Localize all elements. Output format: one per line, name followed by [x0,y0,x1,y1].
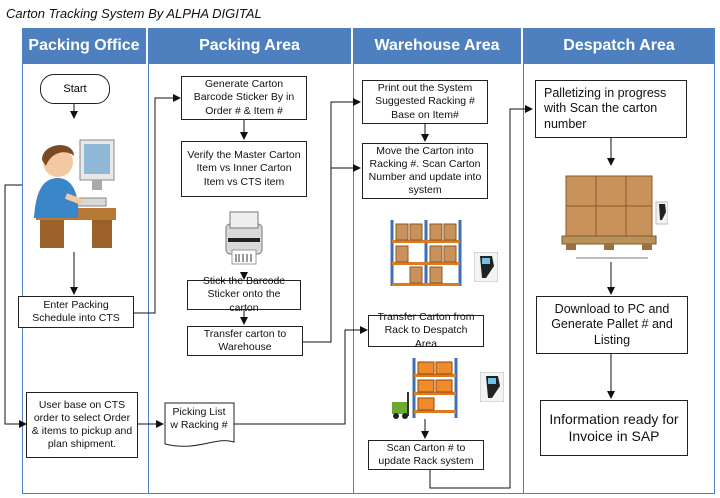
transfer-to-warehouse-box: Transfer carton to Warehouse [187,326,303,356]
arrow-scan-to-palletizing [429,105,533,489]
enter-packing-schedule-box: Enter Packing Schedule into CTS [18,296,134,328]
lane-divider [523,28,524,494]
picking-list-document-shape [164,402,235,447]
lane-despatch-area: Despatch Area [523,28,715,64]
diagram-title: Carton Tracking System By ALPHA DIGITAL [6,6,262,21]
warehouse-racking-icon [390,220,462,286]
person-at-computer-icon [34,139,116,248]
palletizing-in-progress-box: Palletizing in progress with Scan the ca… [535,80,687,138]
print-system-racking-box: Print out the System Suggested Racking #… [362,80,488,124]
lane-divider [148,28,149,494]
handheld-scanner-icon [474,252,498,282]
lane-packing-office: Packing Office [22,28,148,64]
arrow-enter-to-generate [134,94,181,314]
pallet-of-cartons-icon [561,175,668,259]
forklift-rack-icon [392,358,458,419]
arrow-transfer-to-print [303,98,361,343]
move-carton-racking-box: Move the Carton into Racking #. Scan Car… [362,143,488,199]
user-base-cts-order-box: User base on CTS order to select Order &… [26,392,138,458]
barcode-printer-icon [225,211,263,265]
information-ready-sap-box: Information ready for Invoice in SAP [540,400,688,456]
lane-divider [353,28,354,494]
start-terminal: Start [40,74,110,104]
picking-list-label: Picking List w Racking # [170,405,228,431]
arrow-to-user-base [4,184,27,428]
verify-master-carton-box: Verify the Master Carton Item vs Inner C… [181,141,307,197]
generate-carton-barcode-box: Generate Carton Barcode Sticker By in Or… [181,76,307,120]
handheld-scanner-icon [480,372,504,402]
scan-carton-update-box: Scan Carton # to update Rack system [368,440,484,470]
lane-warehouse-area: Warehouse Area [353,28,523,64]
download-to-pc-box: Download to PC and Generate Pallet # and… [536,296,688,354]
stick-barcode-sticker-box: Stick the Barcode Sticker onto the carto… [187,275,301,314]
transfer-to-despatch-box: Transfer Carton from Rack to Despatch Ar… [368,311,484,350]
lane-packing-area: Packing Area [148,28,353,64]
arrow-picking-to-transfer [234,326,368,425]
